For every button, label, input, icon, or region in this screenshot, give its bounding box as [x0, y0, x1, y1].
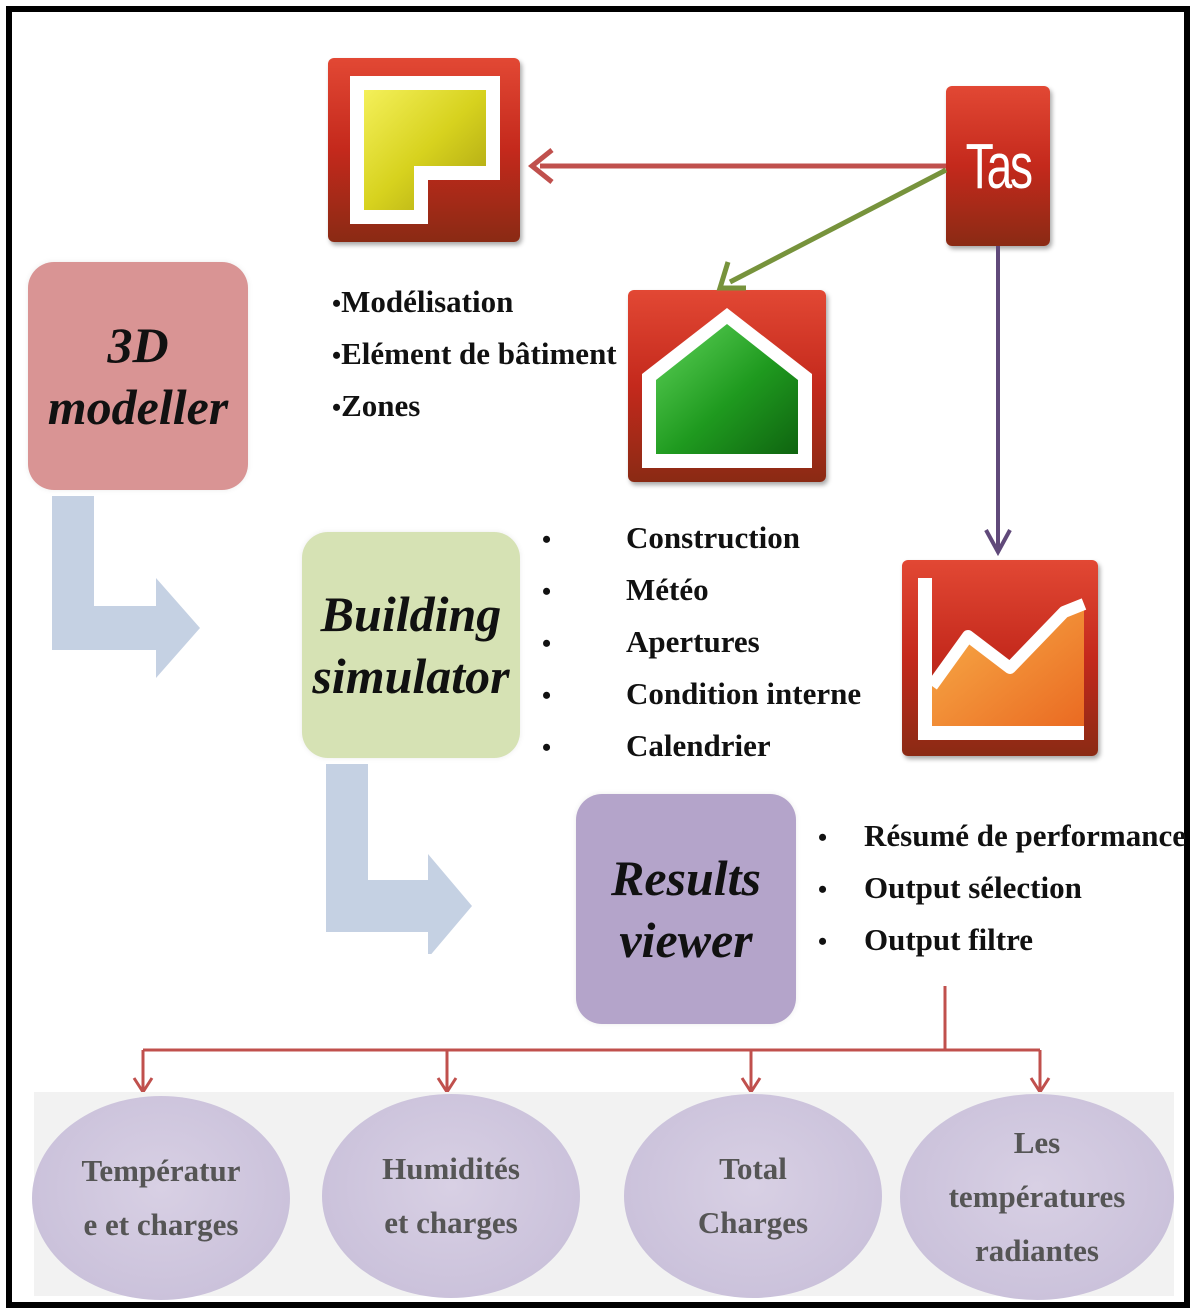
output-radiant-temperatures: Les températures radiantes: [900, 1094, 1174, 1300]
list-item: •Résumé de performance: [818, 818, 1186, 853]
tas-logo-icon: Tas: [946, 86, 1050, 246]
list-item: • Elément de bâtiment: [332, 336, 617, 371]
list-item: • Modélisation: [332, 284, 514, 319]
output-temperature-charges: Températur e et charges: [32, 1096, 290, 1300]
list-item: •Output filtre: [818, 922, 1034, 957]
list-item: •Condition interne: [542, 676, 862, 711]
list-item: •Calendrier: [542, 728, 771, 763]
building-modeller-icon: [328, 58, 520, 242]
flow-arrow-simulator-to-viewer: [326, 764, 472, 954]
modeller-box-line-1: 3D: [107, 317, 169, 373]
list-item: •Construction: [542, 520, 800, 555]
modeller-feature-list: • Modélisation • Elément de bâtiment • Z…: [332, 276, 617, 432]
viewer-box-line-1: Results: [610, 850, 762, 906]
simulator-feature-list: •Construction •Météo •Apertures •Conditi…: [542, 512, 861, 772]
list-item: •Apertures: [542, 624, 760, 659]
results-viewer-icon: [902, 560, 1098, 756]
list-item: •Output sélection: [818, 870, 1082, 905]
simulator-box: Building simulator: [302, 532, 520, 758]
building-simulator-icon: [628, 290, 826, 482]
list-item: •Météo: [542, 572, 709, 607]
modeller-box: 3D modeller: [28, 262, 248, 490]
output-total-charges: Total Charges: [624, 1094, 882, 1298]
simulator-box-line-2: simulator: [312, 648, 510, 704]
simulator-box-line-1: Building: [320, 586, 502, 642]
list-item: • Zones: [332, 388, 421, 423]
viewer-box-line-2: viewer: [619, 912, 753, 968]
viewer-feature-list: •Résumé de performance •Output sélection…: [818, 810, 1186, 966]
viewer-box: Results viewer: [576, 794, 796, 1024]
tas-logo-text: Tas: [965, 130, 1032, 202]
flow-arrow-modeller-to-simulator: [52, 496, 200, 678]
modeller-box-line-2: modeller: [47, 379, 229, 435]
output-humidity-charges: Humidités et charges: [322, 1094, 580, 1298]
